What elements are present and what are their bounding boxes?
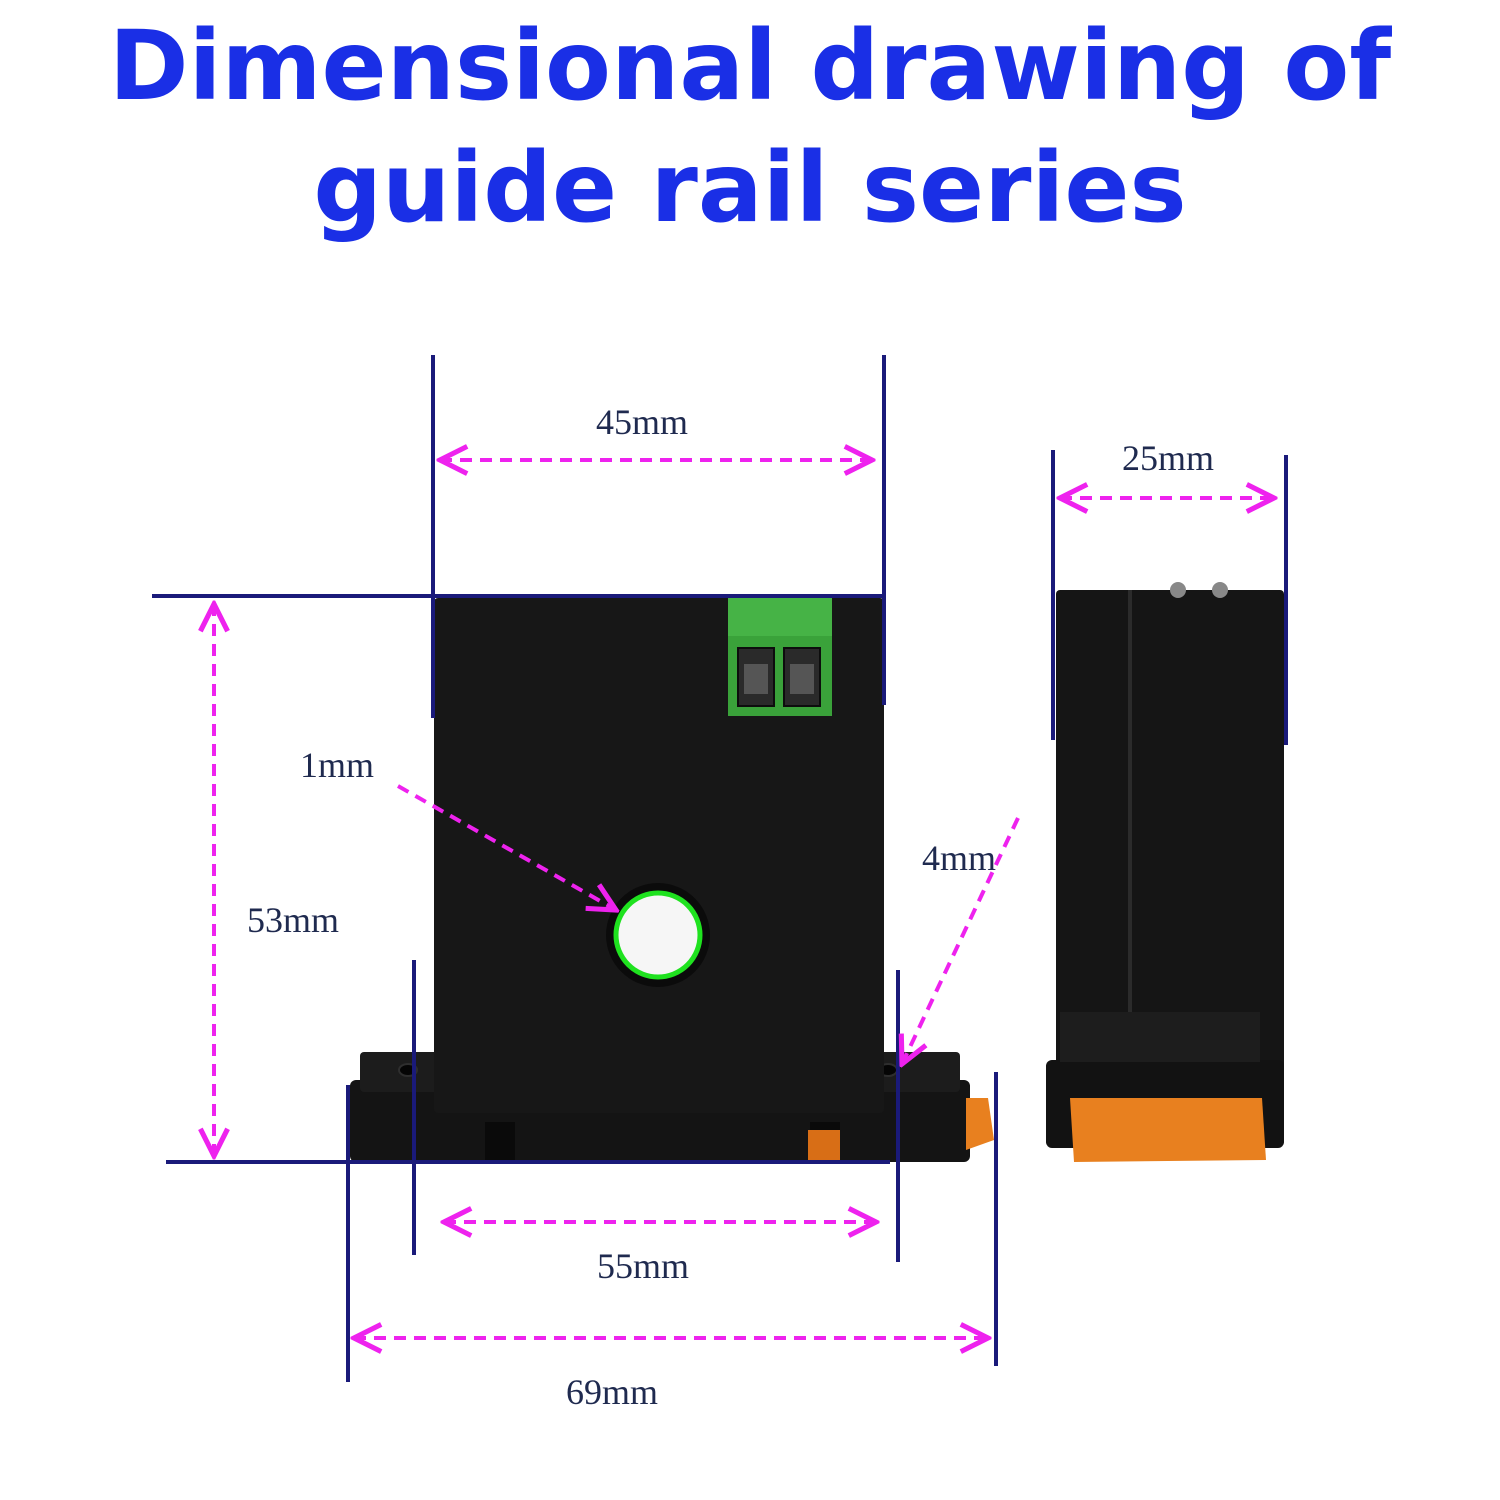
side-orange-clip [1070, 1098, 1266, 1162]
label-1mm: 1mm [300, 745, 375, 785]
through-hole [613, 890, 703, 980]
side-base-step [1060, 1012, 1260, 1062]
side-seam [1128, 590, 1132, 1150]
label-25mm: 25mm [1122, 438, 1215, 478]
side-screw-2 [1212, 582, 1228, 598]
reference-lines [152, 355, 1288, 1382]
arrow-4mm [902, 817, 1020, 1064]
dimension-arrows [214, 460, 1274, 1338]
title-line-2: guide rail series [313, 132, 1187, 244]
terminal-block [728, 598, 832, 716]
front-body [434, 598, 884, 1113]
terminal-screw-2 [790, 664, 814, 694]
label-45mm: 45mm [596, 402, 689, 442]
orange-clip-right [966, 1098, 994, 1150]
label-53mm: 53mm [247, 900, 340, 940]
terminal-top [728, 598, 832, 636]
side-view-device [1046, 582, 1284, 1162]
terminal-screw-1 [744, 664, 768, 694]
label-4mm: 4mm [922, 838, 997, 878]
label-55mm: 55mm [597, 1246, 690, 1286]
side-body [1056, 590, 1284, 1090]
front-view-device [350, 598, 994, 1162]
side-screw-1 [1170, 582, 1186, 598]
orange-clip-center [808, 1130, 840, 1160]
base-notch-left [485, 1122, 515, 1162]
arrow-1mm [397, 784, 616, 910]
title-line-1: Dimensional drawing of [108, 10, 1392, 122]
label-69mm: 69mm [566, 1372, 659, 1412]
